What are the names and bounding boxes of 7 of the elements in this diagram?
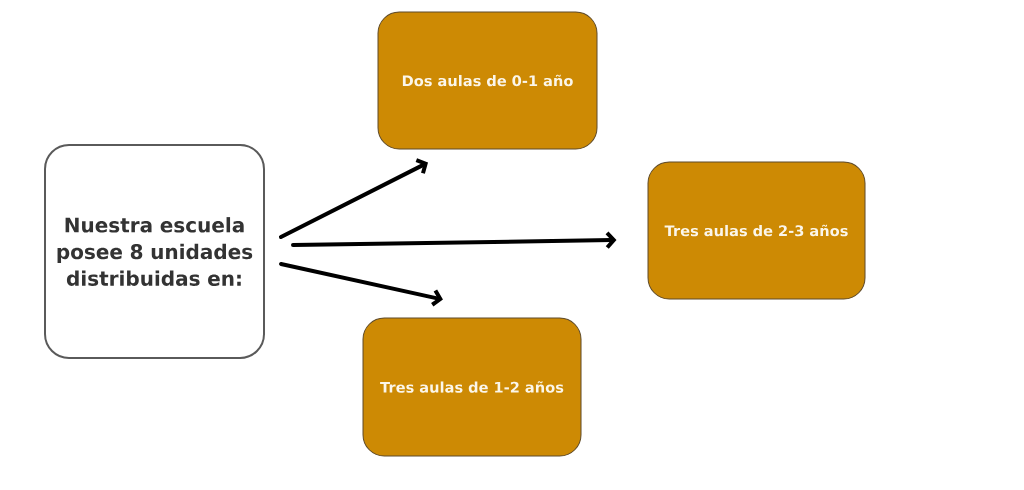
arrow [279,262,443,307]
rounded-box: Dos aulas de 0-1 año [377,11,598,150]
rounded-box: Nuestra escuela posee 8 unidades distribuidas en: [44,144,265,359]
arrow [291,231,617,249]
rounded-box: Tres aulas de 2-3 años [647,161,866,300]
arrow [278,158,429,239]
rounded-box: Tres aulas de 1-2 años [362,317,582,457]
